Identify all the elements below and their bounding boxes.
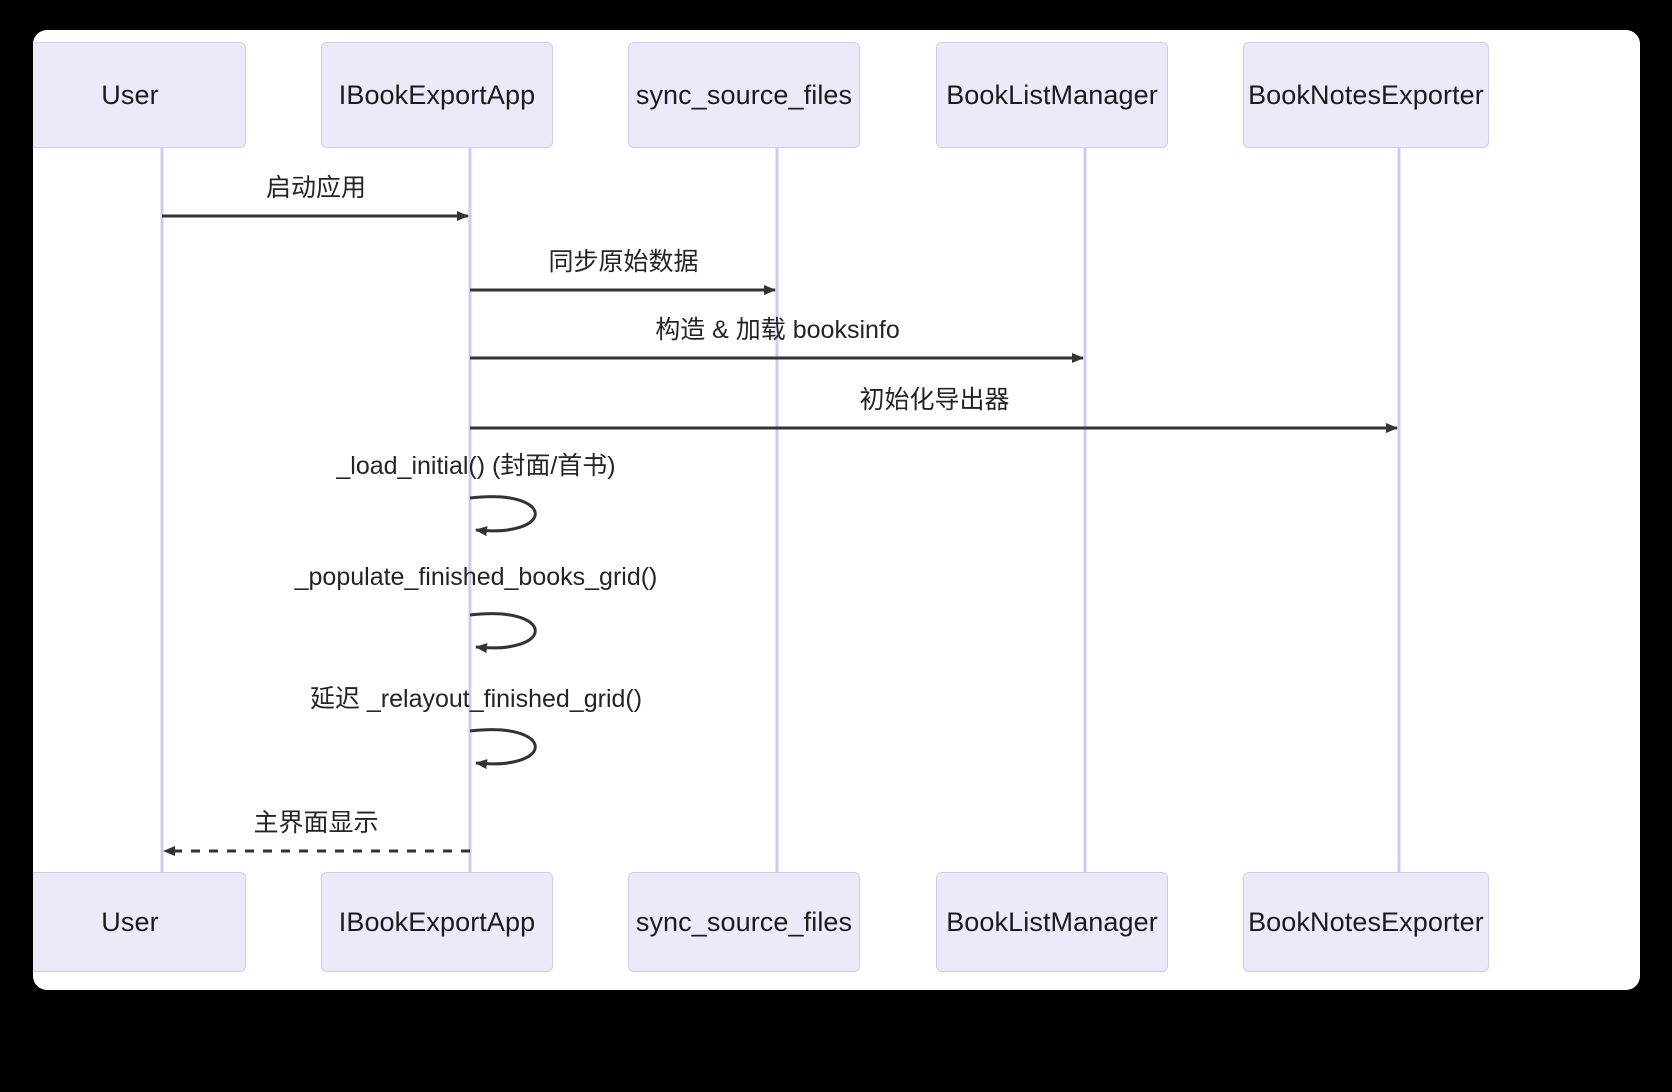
- actor-label: BookNotesExporter: [1248, 906, 1484, 937]
- actor-label: User: [101, 906, 159, 937]
- message-label-m5: _load_initial() (封面/首书): [336, 452, 616, 480]
- actor-box-bottom-user[interactable]: User: [33, 872, 246, 972]
- actor-label: sync_source_files: [635, 906, 853, 937]
- actor-box-top-exporter[interactable]: BookNotesExporter: [1243, 42, 1489, 148]
- actor-box-bottom-app[interactable]: IBookExportApp: [321, 872, 553, 972]
- actor-label: BookListManager: [946, 79, 1158, 110]
- actor-box-top-booklist[interactable]: BookListManager: [936, 42, 1168, 148]
- actor-label: IBookExportApp: [338, 906, 536, 937]
- actor-box-bottom-booklist[interactable]: BookListManager: [936, 872, 1168, 972]
- actor-box-bottom-sync[interactable]: sync_source_files: [628, 872, 860, 972]
- actor-box-bottom-exporter[interactable]: BookNotesExporter: [1243, 872, 1489, 972]
- message-label-m3: 构造 & 加载 booksinfo: [655, 316, 900, 344]
- actor-label: sync_source_files: [635, 79, 853, 110]
- actor-box-top-app[interactable]: IBookExportApp: [321, 42, 553, 148]
- actor-label: BookListManager: [946, 906, 1158, 937]
- self-message-arrow-m6: [469, 612, 537, 654]
- message-label-m8: 主界面显示: [253, 809, 379, 837]
- actor-label: IBookExportApp: [338, 79, 536, 110]
- arrows-group: [162, 211, 1398, 856]
- message-label-m4: 初始化导出器: [859, 386, 1010, 414]
- actor-box-top-user[interactable]: User: [33, 42, 246, 148]
- message-label-m1: 启动应用: [265, 174, 367, 202]
- message-label-m2: 同步原始数据: [548, 248, 699, 276]
- message-label-m7: 延迟 _relayout_finished_grid(): [309, 685, 643, 713]
- actor-label: User: [101, 79, 159, 110]
- self-message-arrow-m7: [469, 728, 537, 770]
- lifelines-group: [160, 148, 1401, 872]
- actor-label: BookNotesExporter: [1248, 79, 1484, 110]
- self-message-arrow-m5: [469, 495, 537, 537]
- message-label-m6: _populate_finished_books_grid(): [294, 563, 658, 591]
- actor-box-top-sync[interactable]: sync_source_files: [628, 42, 860, 148]
- diagram-vector-layer: [160, 148, 1401, 872]
